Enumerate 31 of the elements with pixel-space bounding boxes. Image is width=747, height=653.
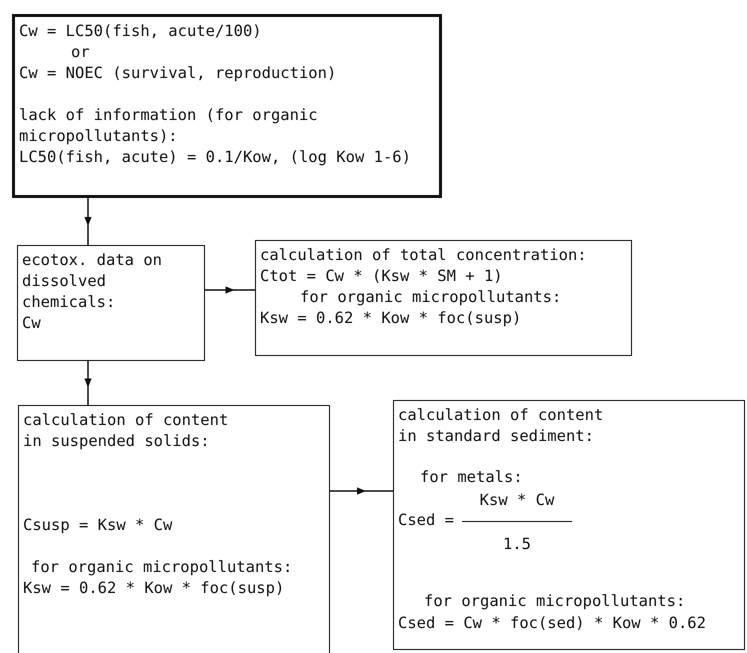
arrow bbox=[84, 198, 92, 245]
box-text: calculation of total concentration: bbox=[260, 245, 588, 266]
arrow bbox=[330, 487, 393, 495]
box-text: Cw bbox=[22, 313, 42, 334]
box-text: Cw = NOEC (survival, reproduction) bbox=[19, 63, 338, 84]
box-text: lack of information (for organic micropollutants): bbox=[19, 105, 319, 147]
box-text: Ksw = 0.62 * Kow * foc(susp) bbox=[260, 308, 522, 329]
process-box bbox=[17, 245, 205, 361]
box-text: or bbox=[70, 42, 91, 63]
arrow bbox=[205, 286, 255, 294]
box-text: Ksw = 0.62 * Kow * foc(susp) bbox=[23, 578, 286, 599]
box-text: calculation of content in suspended solids: bbox=[23, 410, 230, 452]
denominator: 1.5 bbox=[502, 534, 532, 555]
box-text: for organic micropollutants: bbox=[30, 557, 294, 578]
formula-text: Csed = bbox=[398, 510, 454, 531]
formula-text: for organic micropollutants: bbox=[424, 591, 686, 612]
formula-text: for metals: bbox=[420, 467, 523, 488]
formula-text: Csed = Cw * foc(sed) * Kow * 0.62 bbox=[398, 613, 706, 634]
process-box bbox=[255, 240, 632, 356]
box-text: ecotox. data on dissolved chemicals: bbox=[22, 250, 163, 313]
box-text: LC50(fish, acute) = 0.1/Kow, (log Kow 1-6) bbox=[19, 147, 412, 168]
arrow bbox=[84, 361, 92, 405]
box-text: for organic micropollutants: bbox=[299, 287, 562, 308]
numerator: Ksw * Cw bbox=[478, 490, 556, 511]
process-box bbox=[393, 400, 745, 650]
box-text: Ctot = Cw * (Ksw * SM + 1) bbox=[260, 266, 504, 287]
formula-text: calculation of content in standard sediment: bbox=[398, 405, 604, 447]
box-text: Cw = LC50(fish, acute/100) bbox=[19, 21, 263, 42]
process-box bbox=[18, 405, 330, 653]
box-text: Csusp = Ksw * Cw bbox=[23, 515, 174, 536]
process-box bbox=[12, 14, 442, 198]
